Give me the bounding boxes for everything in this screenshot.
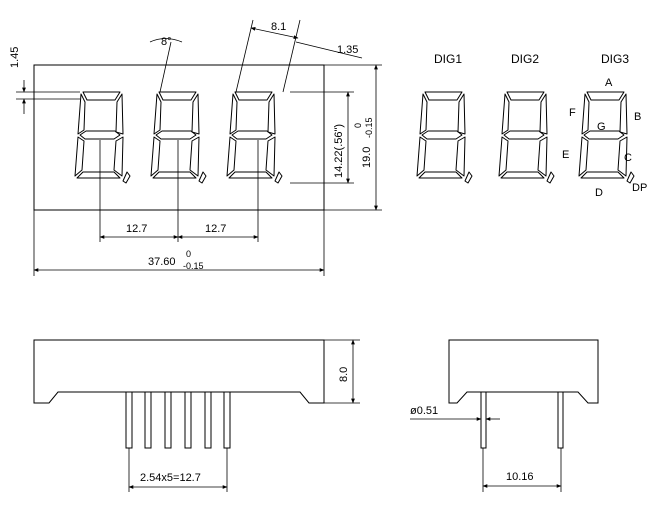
front-view: 8° 8.1 1.35 1.45 14.22(.56") 19.0 0 -0.1… [9, 19, 382, 276]
side-body-outline [33, 339, 325, 404]
front-digit-1 [74, 91, 131, 184]
display-body-outline [33, 64, 325, 211]
segment-label-d: D [595, 187, 603, 199]
segment-label-e: E [562, 149, 569, 161]
dim-segment: 1.35 [337, 44, 358, 56]
digit-label-3: DIG3 [601, 52, 629, 66]
segment-leader [295, 41, 363, 59]
dim-body-width-tol-bottom: -0.15 [183, 261, 204, 271]
side-pin-6 [223, 391, 231, 449]
end-pin-right [557, 391, 564, 449]
dim-pin-diameter: ø0.51 [410, 405, 438, 417]
dim-body-height-tol-top: 0 [353, 123, 363, 128]
dim-pin-pitch: 2.54x5=12.7 [140, 472, 201, 484]
side-pin-1 [125, 391, 133, 449]
pinout-digit-1 [416, 91, 473, 184]
pinout-view: DIG1 DIG2 DIG3 A B C D E F G DP [416, 52, 647, 199]
segment-label-a: A [605, 77, 613, 89]
segment-label-c: C [624, 152, 632, 164]
angle-arc [149, 38, 183, 43]
end-body-outline [448, 339, 599, 404]
dim-pitch-arrow [250, 27, 299, 39]
side-pin-5 [204, 391, 212, 449]
dim-body-width-tol-top: 0 [186, 249, 191, 259]
segment-label-g: G [597, 121, 606, 133]
segment-label-dp: DP [632, 182, 647, 194]
slant-line [159, 41, 172, 93]
digit-label-2: DIG2 [511, 52, 539, 66]
dim-pitch-top: 8.1 [271, 21, 286, 33]
dim-digit-pitch-1: 12.7 [126, 223, 147, 235]
dim-thickness: 8.0 [338, 367, 350, 382]
digit-label-1: DIG1 [434, 52, 462, 66]
side-pin-2 [144, 391, 152, 449]
side-view: 8.0 2.54x5=12.7 [33, 339, 360, 492]
end-view: ø0.51 10.16 [410, 339, 599, 492]
dim-row-spacing: 10.16 [506, 471, 534, 483]
dim-digit-pitch-2: 12.7 [205, 223, 226, 235]
dim-top-offset: 1.45 [9, 47, 21, 68]
segment-label-f: F [569, 107, 576, 119]
end-pin-left [480, 391, 487, 449]
dim-digit-height: 14.22(.56") [333, 124, 345, 178]
side-pin-4 [184, 391, 192, 449]
side-pin-3 [164, 391, 172, 449]
proj-line-a [235, 19, 254, 93]
pinout-digit-3 [578, 91, 635, 184]
dim-body-width-base: 37.60 [148, 256, 176, 268]
segment-label-b: B [634, 111, 641, 123]
front-digit-3 [226, 91, 283, 184]
pinout-digit-2 [498, 91, 555, 184]
front-digit-2 [150, 91, 207, 184]
dim-body-height-base: 19.0 [361, 147, 373, 168]
dim-slant: 8° [161, 36, 172, 48]
dim-body-height-tol-bottom: -0.15 [364, 117, 374, 138]
